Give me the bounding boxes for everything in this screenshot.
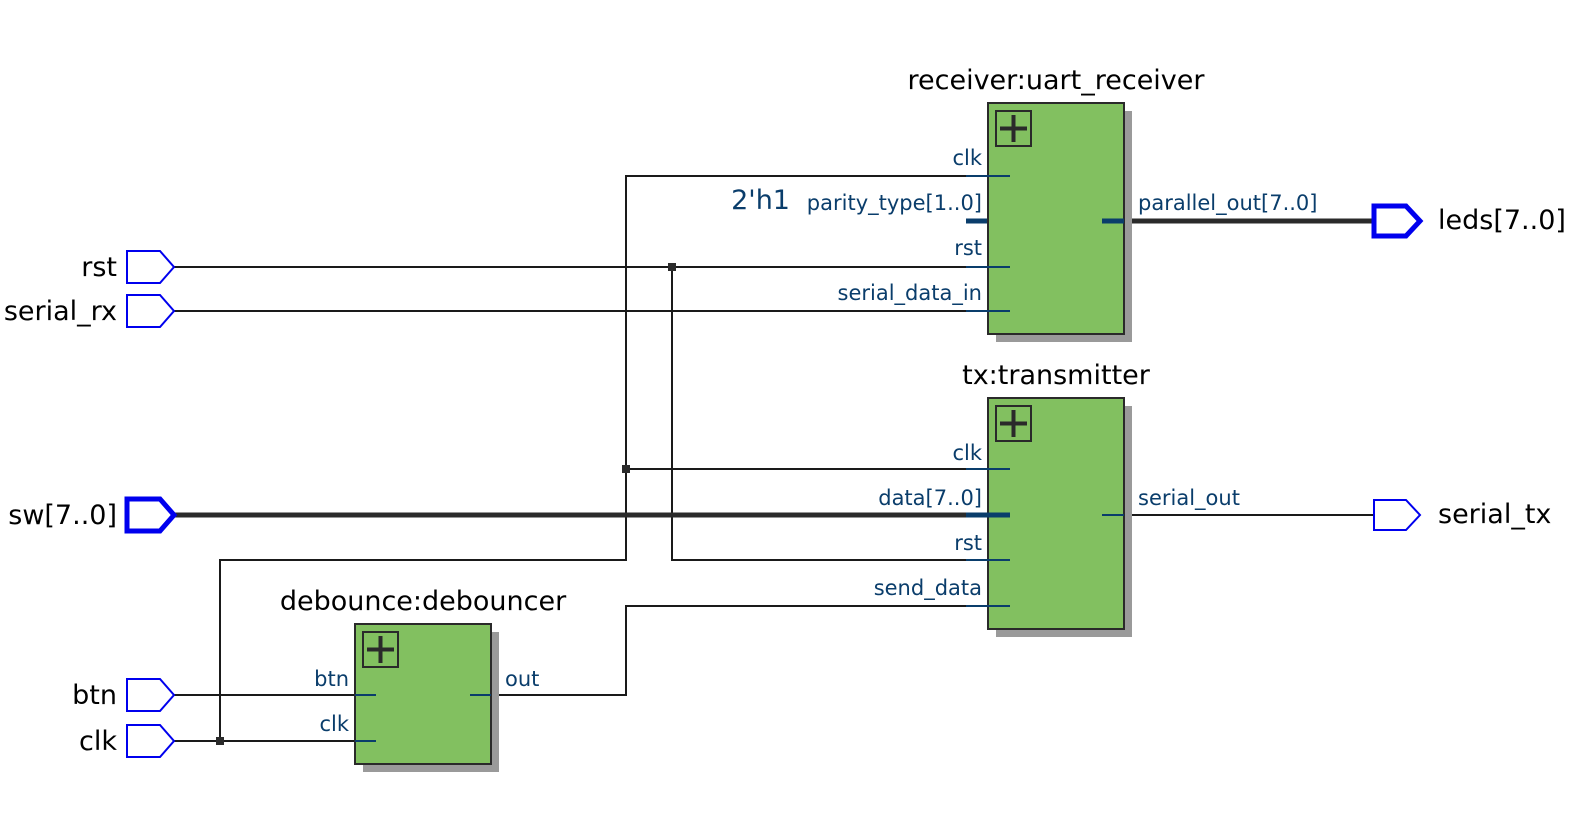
output-port-leds-label: leds[7..0] [1438, 205, 1566, 236]
receiver-block[interactable]: receiver:uart_receiver clk parity_type[1… [731, 65, 1317, 342]
junction-clk-tx [622, 465, 630, 473]
debouncer-expand-icon[interactable] [362, 631, 399, 668]
output-port-serial-tx-label: serial_tx [1438, 499, 1551, 530]
debouncer-title: debounce:debouncer [280, 586, 567, 617]
receiver-pin-parity-type: parity_type[1..0] [807, 191, 982, 216]
transmitter-pin-send-data: send_data [874, 576, 982, 601]
receiver-pin-serial-data-in: serial_data_in [838, 281, 982, 306]
receiver-pin-rst: rst [954, 236, 982, 260]
wire-rst-down [671, 267, 1010, 561]
debouncer-pin-out: out [505, 667, 539, 691]
transmitter-expand-icon[interactable] [995, 405, 1032, 442]
receiver-title: receiver:uart_receiver [908, 65, 1206, 96]
input-port-clk-label: clk [79, 726, 117, 757]
input-port-sw-label: sw[7..0] [8, 500, 117, 531]
transmitter-title: tx:transmitter [962, 360, 1151, 391]
input-port-rst[interactable]: rst [81, 250, 176, 284]
wire-send-data [470, 605, 1010, 696]
input-port-btn[interactable]: btn [72, 678, 176, 712]
receiver-pin-parallel-out: parallel_out[7..0] [1138, 191, 1317, 216]
input-port-serial-rx-label: serial_rx [4, 296, 117, 327]
junction-clk [216, 737, 224, 745]
transmitter-block[interactable]: tx:transmitter clk data[7..0] rst send_d… [874, 360, 1240, 637]
transmitter-pin-serial-out: serial_out [1138, 486, 1240, 511]
transmitter-pin-data: data[7..0] [878, 486, 982, 510]
input-port-sw[interactable]: sw[7..0] [8, 496, 178, 534]
transmitter-pin-rst: rst [954, 531, 982, 555]
wire-clk-up [219, 175, 1010, 741]
wires [174, 175, 1374, 742]
input-port-serial-rx[interactable]: serial_rx [4, 294, 176, 328]
output-port-leds[interactable]: leds[7..0] [1371, 203, 1566, 239]
receiver-expand-icon[interactable] [995, 110, 1032, 147]
junction-rst [668, 263, 676, 271]
input-port-rst-label: rst [81, 252, 117, 283]
transmitter-pin-clk: clk [952, 441, 982, 465]
debouncer-pin-btn: btn [314, 667, 349, 691]
input-port-clk[interactable]: clk [79, 724, 176, 758]
debouncer-block[interactable]: debounce:debouncer btn clk out [280, 586, 567, 772]
output-port-serial-tx[interactable]: serial_tx [1373, 499, 1551, 531]
receiver-parity-constant: 2'h1 [731, 185, 790, 216]
debouncer-pin-clk: clk [319, 712, 349, 736]
input-port-btn-label: btn [72, 680, 117, 711]
receiver-pin-clk: clk [952, 146, 982, 170]
